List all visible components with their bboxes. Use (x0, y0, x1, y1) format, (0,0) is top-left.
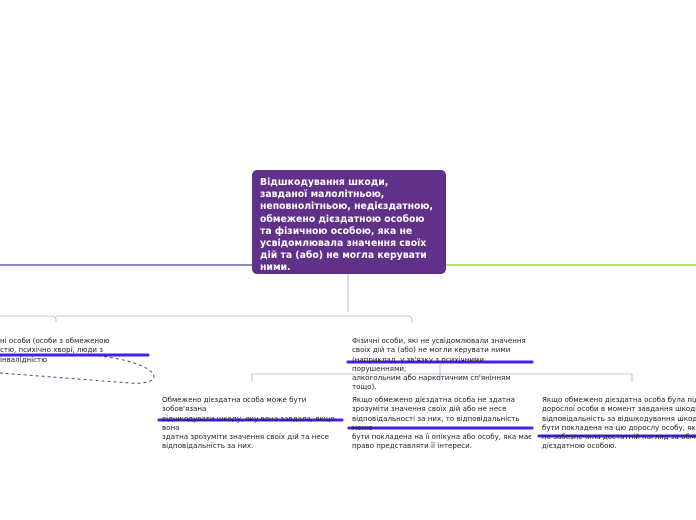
connector-right-branch-children (251, 364, 633, 382)
right-branch-text: Фізичні особи, які не усвідомлювали знач… (352, 336, 526, 392)
left-branch-topic[interactable]: ні особи (особи з обмеженою стю, психічн… (0, 327, 150, 373)
child-topic-3-text: Якщо обмежено дієздатна особа була під н… (542, 395, 696, 451)
central-topic-text: Відшкодування шкоди, завданої малолітньо… (260, 177, 434, 274)
left-branch-text: ні особи (особи з обмеженою стю, психічн… (0, 336, 110, 364)
child-topic-2[interactable]: Якщо обмежено дієздатна особа не здатна … (352, 386, 534, 460)
child-topic-3[interactable]: Якщо обмежено дієздатна особа була під н… (542, 386, 696, 460)
child-topic-1-text: Обмежено дієздатна особа може бути зобов… (162, 395, 335, 451)
relationship-dashed-curve (0, 355, 155, 384)
child-topic-2-text: Якщо обмежено дієздатна особа не здатна … (352, 395, 533, 451)
right-branch-topic[interactable]: Фізичні особи, які не усвідомлювали знач… (352, 327, 537, 401)
central-topic[interactable]: Відшкодування шкоди, завданої малолітньо… (252, 170, 446, 274)
child-topic-1[interactable]: Обмежено дієздатна особа може бути зобов… (162, 386, 344, 460)
